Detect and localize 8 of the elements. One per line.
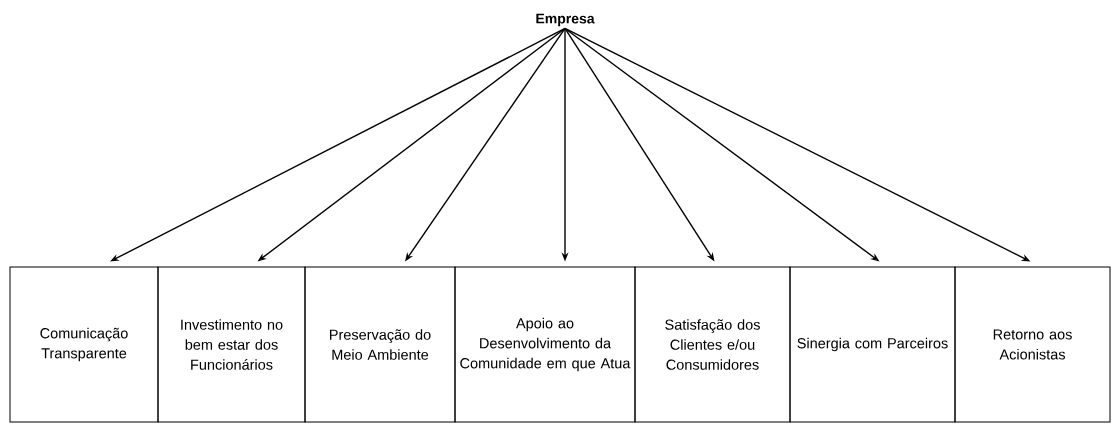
category-box: Investimento no bem estar dos Funcionários (157, 266, 306, 423)
category-box: Preservação do Meio Ambiente (304, 266, 456, 423)
category-box: Apoio ao Desenvolvimento da Comunidade em que Atua (454, 266, 636, 423)
category-box: Comunicação Transparente (9, 266, 159, 423)
category-box: Satisfação dos Clientes e/ou Consumidores (634, 266, 791, 423)
category-box: Sinergia com Parceiros (789, 266, 956, 423)
category-box: Retorno aos Acionistas (954, 266, 1111, 423)
title-text: Empresa (536, 13, 595, 27)
